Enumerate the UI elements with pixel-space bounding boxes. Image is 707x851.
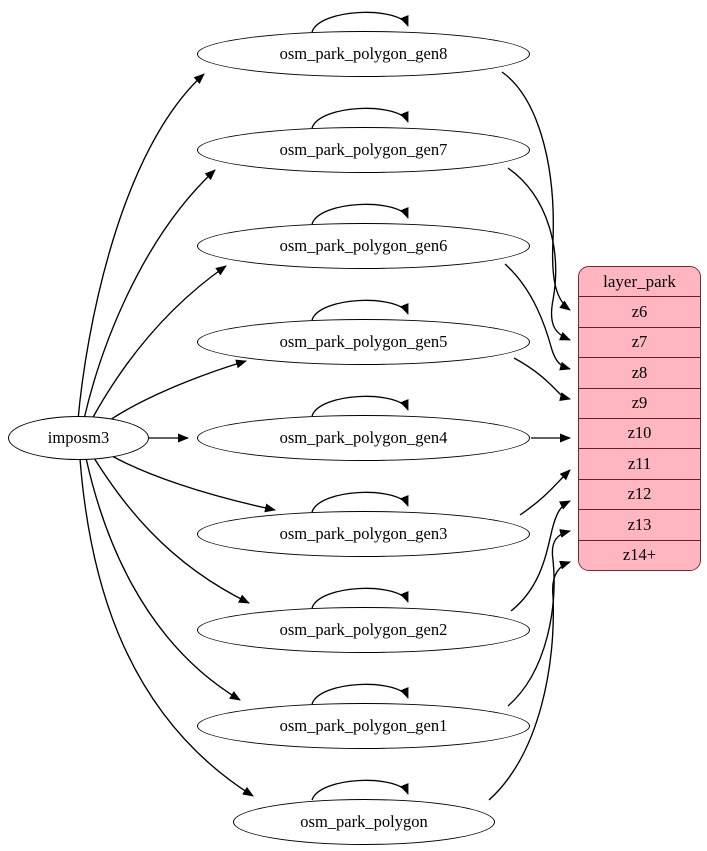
node-layer-park[interactable]: layer_park z6 z7 z8 z9 z10 z11 z12 z13 z…	[578, 266, 701, 571]
self-loop-base	[311, 779, 409, 801]
self-loop-gen3	[311, 491, 409, 513]
table-row-z8[interactable]: z8	[579, 358, 700, 389]
table-row-z10[interactable]: z10	[579, 418, 700, 450]
edge-base-z14	[488, 560, 571, 801]
table-row-z7[interactable]: z7	[579, 327, 700, 359]
node-osm-park-polygon-gen8[interactable]: osm_park_polygon_gen8	[197, 31, 530, 77]
edge-imposm3-gen8	[77, 73, 205, 421]
edge-imposm3-gen5	[109, 359, 247, 421]
self-loop-gen1	[311, 683, 409, 705]
table-row-z14plus[interactable]: z14+	[579, 540, 700, 570]
edge-gen6-z8	[504, 263, 571, 371]
self-loop-gen6	[311, 203, 409, 225]
edge-imposm3-gen6	[91, 265, 227, 420]
node-label: osm_park_polygon_gen8	[279, 43, 448, 63]
table-cell-label: z10	[627, 423, 652, 443]
node-label: osm_park_polygon_gen7	[279, 139, 448, 159]
edge-gen7-z7	[507, 167, 571, 341]
self-loop-gen2	[311, 587, 409, 609]
node-osm-park-polygon-gen2[interactable]: osm_park_polygon_gen2	[197, 607, 530, 653]
edge-imposm3-base	[79, 458, 254, 797]
node-osm-park-polygon-gen7[interactable]: osm_park_polygon_gen7	[197, 127, 530, 173]
edge-gen2-z12	[510, 500, 571, 612]
node-imposm3-label: imposm3	[47, 427, 110, 447]
edge-imposm3-gen1	[85, 457, 241, 701]
node-label: osm_park_polygon	[300, 811, 428, 831]
table-cell-label: z14+	[622, 545, 657, 565]
node-osm-park-polygon[interactable]: osm_park_polygon	[233, 799, 495, 845]
node-imposm3[interactable]: imposm3	[8, 416, 149, 460]
node-label: osm_park_polygon_gen2	[279, 619, 448, 639]
table-cell-label: z11	[627, 453, 652, 473]
table-row-z11[interactable]: z11	[579, 449, 700, 480]
node-osm-park-polygon-gen4[interactable]: osm_park_polygon_gen4	[197, 415, 530, 461]
edge-gen3-z11	[519, 469, 571, 516]
edge-imposm3-gen7	[83, 169, 216, 420]
node-osm-park-polygon-gen3[interactable]: osm_park_polygon_gen3	[197, 511, 530, 557]
edge-imposm3-gen2	[93, 457, 250, 604]
table-row-z9[interactable]: z9	[579, 388, 700, 419]
self-loop-gen4	[311, 395, 409, 417]
node-label: osm_park_polygon_gen6	[279, 235, 448, 255]
node-osm-park-polygon-gen5[interactable]: osm_park_polygon_gen5	[197, 319, 530, 365]
table-cell-label: z8	[631, 362, 648, 382]
self-loop-gen8	[311, 11, 409, 33]
node-label: osm_park_polygon_gen1	[279, 715, 448, 735]
table-row-z12[interactable]: z12	[579, 479, 700, 511]
table-cell-label: z12	[627, 484, 652, 504]
edge-imposm3-gen3	[111, 455, 276, 513]
node-label: osm_park_polygon_gen3	[279, 523, 448, 543]
node-osm-park-polygon-gen1[interactable]: osm_park_polygon_gen1	[197, 703, 530, 749]
table-cell-label: z13	[627, 514, 652, 534]
table-header-label: layer_park	[603, 272, 676, 292]
table-row-z6[interactable]: z6	[579, 297, 700, 328]
edge-gen1-z13	[507, 529, 571, 707]
table-cell-label: z6	[631, 301, 648, 321]
table-cell-label: z9	[631, 393, 648, 412]
table-row-z13[interactable]: z13	[579, 510, 700, 541]
node-osm-park-polygon-gen6[interactable]: osm_park_polygon_gen6	[197, 223, 530, 269]
self-loop-gen5	[311, 299, 409, 321]
edge-gen8-z6	[501, 71, 571, 311]
table-cell-label: z7	[631, 332, 648, 352]
self-loop-gen7	[311, 107, 409, 129]
node-label: osm_park_polygon_gen4	[279, 427, 448, 447]
edge-gen5-z9	[513, 357, 571, 401]
node-label: osm_park_polygon_gen5	[279, 331, 448, 351]
table-header-layer-park: layer_park	[579, 267, 700, 298]
